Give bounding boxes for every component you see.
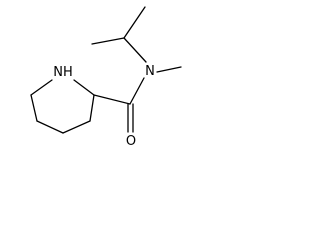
bond-ring-c4-c5 bbox=[36, 120, 64, 134]
bond-ring-c5-c6 bbox=[30, 94, 38, 122]
bond-c2-carbonyl bbox=[93, 94, 131, 105]
bond-isopropyl-methyl-left bbox=[91, 37, 125, 45]
bond-isopropyl-methyl-right bbox=[123, 6, 146, 39]
ring-nh-label: NH bbox=[53, 65, 73, 80]
isopropyl-group bbox=[91, 6, 147, 63]
bond-ring-nh-c2 bbox=[73, 79, 95, 96]
bond-ring-c6-nh bbox=[30, 79, 53, 96]
chemical-structure: NH N O bbox=[30, 6, 182, 149]
bond-ring-c3-c4 bbox=[62, 120, 91, 134]
bond-carbonyl-amide-n bbox=[129, 77, 145, 105]
bond-n-isopropyl-ch bbox=[123, 37, 147, 63]
carbonyl-o-label: O bbox=[126, 134, 136, 149]
amide-n-label: N bbox=[145, 64, 155, 79]
bond-n-methyl bbox=[156, 66, 182, 73]
carbonyl-double-bond bbox=[127, 103, 134, 133]
bond-ring-c2-c3 bbox=[89, 94, 95, 122]
piperidine-ring bbox=[30, 79, 95, 134]
